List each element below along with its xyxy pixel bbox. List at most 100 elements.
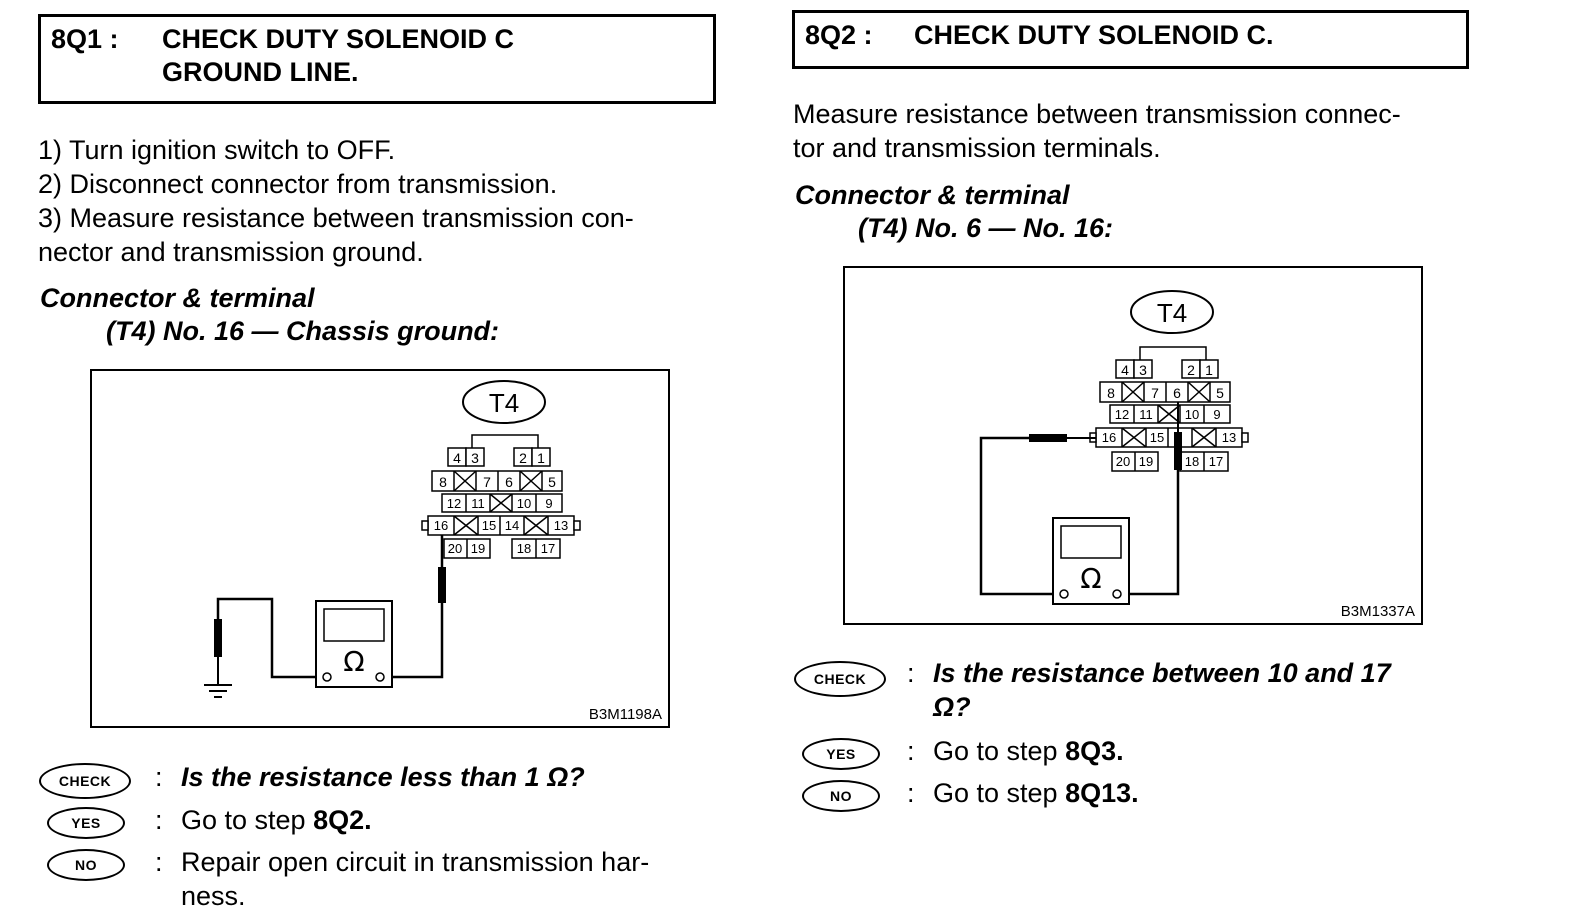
step-8q2-title-line1: CHECK DUTY SOLENOID C. — [914, 20, 1274, 50]
pin-20: 20 — [448, 541, 462, 556]
step-8q2-wiring-diagram: T4 4 3 2 — [843, 266, 1423, 625]
pin-9: 9 — [1213, 407, 1220, 422]
yes-row-8q1: YES : Go to step 8Q2. — [38, 803, 718, 843]
pin-11: 11 — [1139, 407, 1153, 422]
pin-19: 19 — [471, 541, 485, 556]
pin-17: 17 — [541, 541, 555, 556]
step-8q2-ct-spec: (T4) No. 6 — No. 16: — [858, 213, 1114, 243]
instruction-step-3-cont: nector and transmission ground. — [38, 237, 424, 267]
step-8q1-diagram-svg: T4 — [204, 380, 581, 698]
pin-18: 18 — [517, 541, 531, 556]
pin-2: 2 — [1187, 362, 1195, 378]
pin-15: 15 — [482, 518, 496, 533]
yes-answer-text: Go to step — [181, 805, 314, 835]
yes-colon: : — [155, 805, 163, 835]
no-badge: NO — [802, 780, 880, 812]
yes-target-step: 8Q3. — [1065, 736, 1124, 766]
pin-5: 5 — [548, 474, 556, 490]
check-question-line1: Is the resistance between 10 and 17 — [933, 658, 1391, 688]
pin-3: 3 — [471, 450, 479, 466]
pin-12: 12 — [1115, 407, 1129, 422]
pin-7: 7 — [483, 474, 491, 490]
pin-10: 10 — [517, 496, 531, 511]
pin-7: 7 — [1151, 385, 1159, 401]
ohm-symbol: Ω — [343, 645, 364, 678]
no-answer-text: Go to step — [933, 778, 1066, 808]
check-row-8q1: CHECK : Is the resistance less than 1 Ω? — [38, 760, 718, 800]
connector-t4 — [421, 434, 581, 559]
step-8q2-ct-heading: Connector & terminal — [795, 180, 1070, 210]
pin-6: 6 — [1173, 385, 1181, 401]
step-8q1-title-box: 8Q1 : CHECK DUTY SOLENOID C GROUND LINE. — [38, 14, 716, 104]
yes-target-step: 8Q2. — [313, 805, 372, 835]
check-colon: : — [907, 658, 915, 688]
check-badge: CHECK — [39, 763, 131, 799]
connector-label-t4: T4 — [489, 388, 519, 418]
yes-answer: Go to step 8Q2. — [181, 803, 372, 837]
probe-lead-pin6 — [1123, 402, 1182, 596]
yes-colon: : — [907, 736, 915, 766]
step-8q1-wiring-diagram: T4 — [90, 369, 670, 728]
pin-19: 19 — [1139, 454, 1153, 469]
instruction-step-1: 1) Turn ignition switch to OFF. — [38, 135, 396, 165]
pin-16: 16 — [1102, 430, 1116, 445]
pin-6: 6 — [505, 474, 513, 490]
pin-3: 3 — [1139, 362, 1147, 378]
step-8q1-ct-spec: (T4) No. 16 — Chassis ground: — [106, 316, 500, 346]
instruction-line-2: tor and transmission terminals. — [793, 133, 1161, 163]
no-badge: NO — [47, 849, 125, 881]
pin-17: 17 — [1209, 454, 1223, 469]
pin-20: 20 — [1116, 454, 1130, 469]
yes-answer: Go to step 8Q3. — [933, 734, 1124, 768]
check-colon: : — [155, 762, 163, 792]
pin-13: 13 — [1222, 430, 1236, 445]
step-8q2-id: 8Q2 : — [805, 20, 873, 50]
instruction-line-1: Measure resistance between transmission … — [793, 99, 1401, 129]
check-question: Is the resistance less than 1 Ω? — [181, 762, 585, 792]
instruction-step-2: 2) Disconnect connector from transmissio… — [38, 169, 558, 199]
step-8q2-diagram-svg: T4 4 3 2 — [979, 290, 1249, 605]
connector-label-oval — [1130, 290, 1214, 334]
instruction-step-3: 3) Measure resistance between transmissi… — [38, 203, 634, 233]
yes-row-8q2: YES : Go to step 8Q3. — [793, 734, 1483, 774]
yes-badge: YES — [802, 738, 880, 770]
ohm-symbol: Ω — [1080, 562, 1101, 595]
step-8q1-instructions: 1) Turn ignition switch to OFF. 2) Disco… — [38, 133, 634, 269]
no-answer-line1: Repair open circuit in transmission har- — [181, 847, 650, 877]
pin-8: 8 — [439, 474, 447, 490]
pin-16: 16 — [434, 518, 448, 533]
pin-5: 5 — [1216, 385, 1224, 401]
no-answer-line2: ness. — [181, 881, 246, 911]
probe-lead-ground — [214, 597, 320, 685]
check-question-line2: Ω? — [933, 692, 971, 722]
yes-answer-text: Go to step — [933, 736, 1066, 766]
step-8q1-title-line2: GROUND LINE. — [162, 57, 359, 87]
pin-9: 9 — [545, 496, 552, 511]
no-row-8q1: NO : Repair open circuit in transmission… — [38, 845, 718, 921]
pin-15: 15 — [1150, 430, 1164, 445]
step-8q2-instructions: Measure resistance between transmission … — [793, 97, 1401, 165]
no-answer: Go to step 8Q13. — [933, 776, 1139, 810]
pin-1: 1 — [1205, 362, 1213, 378]
step-8q1-ct-heading: Connector & terminal — [40, 283, 315, 313]
pin-4: 4 — [1121, 362, 1129, 378]
ohmmeter-icon: Ω — [1052, 517, 1130, 605]
connector-label-t4: T4 — [1157, 298, 1187, 328]
pin-12: 12 — [447, 496, 461, 511]
step-8q1-title-line1: CHECK DUTY SOLENOID C — [162, 24, 515, 54]
no-target-step: 8Q13. — [1065, 778, 1139, 808]
yes-badge: YES — [47, 807, 125, 839]
step-8q1-id: 8Q1 : — [51, 24, 119, 54]
probe-lead-connector — [382, 535, 446, 679]
check-row-8q2: CHECK : Is the resistance between 10 and… — [793, 656, 1483, 732]
no-colon: : — [155, 847, 163, 877]
step-8q2-title-box: 8Q2 : CHECK DUTY SOLENOID C. — [792, 10, 1469, 69]
pin-2: 2 — [519, 450, 527, 466]
pin-11: 11 — [471, 496, 485, 511]
connector-label-oval — [462, 380, 546, 424]
pin-14: 14 — [505, 518, 519, 533]
pin-10: 10 — [1185, 407, 1199, 422]
pin-18: 18 — [1185, 454, 1199, 469]
pin-4: 4 — [453, 450, 461, 466]
chassis-ground-icon — [204, 684, 232, 698]
